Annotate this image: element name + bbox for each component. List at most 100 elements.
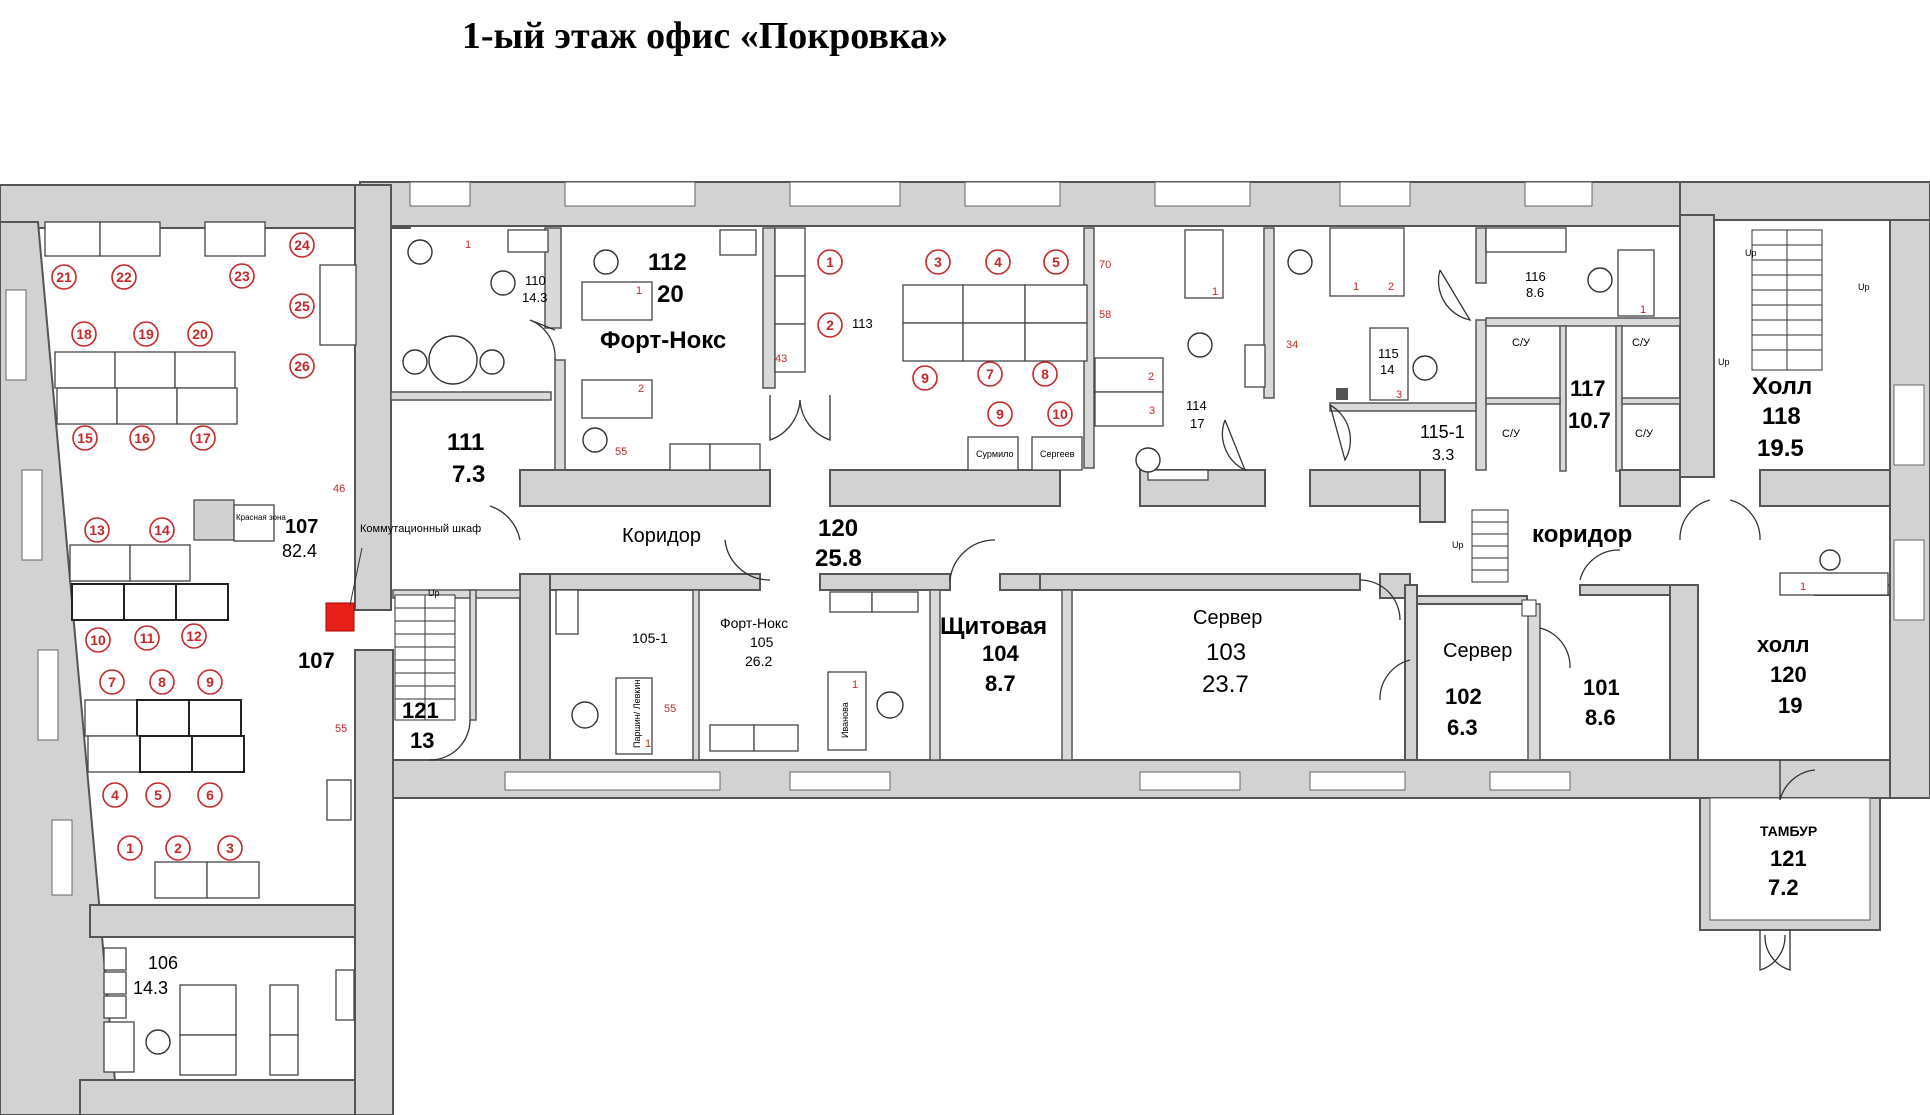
room-115-1-area: 3.3 xyxy=(1432,447,1454,464)
wall xyxy=(1559,325,1567,472)
desk-number: 1 xyxy=(1800,581,1806,593)
seat-marker: 20 xyxy=(187,321,213,347)
door xyxy=(1729,499,1761,541)
seat-number: 1 xyxy=(126,840,134,856)
desk xyxy=(204,221,266,257)
room-105-1-number: 105-1 xyxy=(632,630,668,646)
seat-marker: 11 xyxy=(134,625,160,651)
desk-number: 1 xyxy=(1640,304,1646,316)
door xyxy=(769,395,801,441)
desk-number: 55 xyxy=(664,703,676,715)
desk xyxy=(902,322,964,362)
desk xyxy=(753,724,799,752)
office-seat-marker: 5 xyxy=(1043,249,1069,275)
seat-number: 8 xyxy=(158,674,166,690)
desk-number: 1 xyxy=(852,679,858,691)
desk xyxy=(774,227,806,277)
room-112-label: Форт-Нокс xyxy=(600,327,726,354)
desk xyxy=(174,351,236,389)
desk xyxy=(269,1034,299,1076)
window xyxy=(789,181,901,207)
seat-marker: 16 xyxy=(129,425,155,451)
room-105-number: 105 xyxy=(750,634,774,650)
pillar xyxy=(1521,599,1537,617)
seat-marker: 4 xyxy=(102,782,128,808)
tambur-label: ТАМБУР xyxy=(1760,823,1817,839)
seat-circle xyxy=(912,365,938,391)
desk xyxy=(1031,436,1083,471)
up-label: Up xyxy=(1858,282,1870,292)
seat-circle xyxy=(1043,249,1069,275)
door xyxy=(1579,549,1621,581)
door xyxy=(429,719,471,761)
wall xyxy=(544,227,562,329)
room-118-area: 19.5 xyxy=(1757,435,1804,462)
wall-corridor-top xyxy=(1309,469,1421,507)
desk-dark xyxy=(136,699,190,737)
room-113-number: 113 xyxy=(852,316,873,331)
desk xyxy=(1329,227,1405,297)
desk xyxy=(1485,227,1567,253)
wall-corridor-bottom xyxy=(1669,584,1699,761)
seat-number: 25 xyxy=(294,298,310,314)
plan-title: 1-ый этаж офис «Покровка» xyxy=(0,14,1930,58)
seat-number: 17 xyxy=(195,430,211,446)
room-103-label: Сервер xyxy=(1193,607,1262,629)
desk xyxy=(555,589,579,635)
seat-number: 1 xyxy=(826,254,834,270)
seat-number: 14 xyxy=(154,522,170,538)
seat-marker: 23 xyxy=(229,263,255,289)
seat-circle xyxy=(289,293,315,319)
seat-number: 9 xyxy=(921,370,929,386)
seat-marker: 19 xyxy=(133,321,159,347)
seat-marker: 13 xyxy=(84,517,110,543)
wall xyxy=(1485,317,1681,327)
chair xyxy=(402,349,428,375)
desk-number: 43 xyxy=(775,353,787,365)
desk xyxy=(44,221,101,257)
wc-label: С/У xyxy=(1502,428,1521,440)
chair xyxy=(1187,332,1213,358)
chair xyxy=(876,691,904,719)
desk xyxy=(103,971,127,995)
seat-number: 24 xyxy=(294,237,310,253)
desk xyxy=(114,351,176,389)
room-114-area: 17 xyxy=(1190,416,1204,431)
chair xyxy=(490,270,516,296)
seat-circle xyxy=(129,425,155,451)
room-111-area: 7.3 xyxy=(452,461,485,488)
door xyxy=(1539,627,1571,669)
desk xyxy=(54,351,116,389)
seat-circle xyxy=(165,835,191,861)
seat-marker: 15 xyxy=(72,425,98,451)
door xyxy=(1379,659,1411,701)
wall xyxy=(554,359,566,471)
seat-marker: 22 xyxy=(111,264,137,290)
desk xyxy=(179,1034,237,1076)
tambur-floor xyxy=(1709,797,1871,921)
seat-marker: 26 xyxy=(289,353,315,379)
seat-number: 19 xyxy=(138,326,154,342)
seat-circle xyxy=(197,669,223,695)
desk-number: 46 xyxy=(333,483,345,495)
name-surmilo: Сурмило xyxy=(976,449,1013,459)
desk-number: 1 xyxy=(465,239,471,251)
room-121-area: 13 xyxy=(410,728,434,753)
seat-circle xyxy=(72,425,98,451)
seat-marker: 17 xyxy=(190,425,216,451)
seat-marker: 5 xyxy=(145,782,171,808)
office-seat-marker: 9 xyxy=(987,401,1013,427)
wall xyxy=(1475,227,1487,284)
room-104-area: 8.7 xyxy=(985,671,1016,696)
desk-number: 1 xyxy=(636,285,642,297)
room-labels: 107 82.4 107 106 14.3 110 14.3 111 7.3 1… xyxy=(133,249,1817,998)
wall xyxy=(1329,402,1477,412)
seat-circle xyxy=(977,361,1003,387)
office-seat-marker: 2 xyxy=(817,312,843,338)
hall-120-label: холл xyxy=(1757,632,1810,657)
door xyxy=(1329,404,1352,462)
desk xyxy=(829,591,873,613)
window xyxy=(1893,384,1925,466)
seat-number: 2 xyxy=(826,317,834,333)
door xyxy=(724,539,771,581)
